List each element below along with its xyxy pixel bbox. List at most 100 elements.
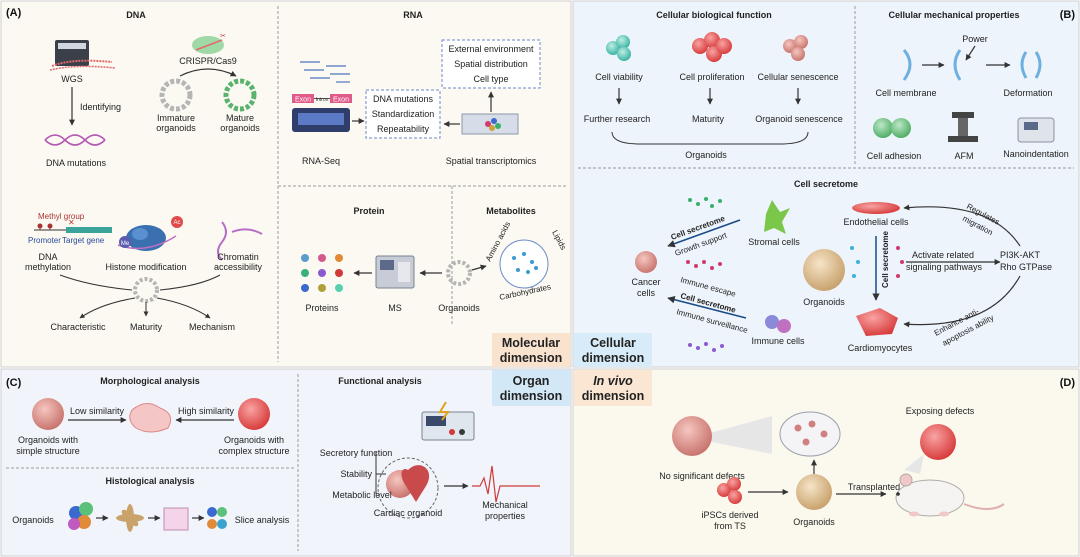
zoom-cone-2 xyxy=(904,454,924,474)
microtome-icon xyxy=(116,504,144,532)
rna-qc-box xyxy=(365,89,441,139)
proteins-label: Proteins xyxy=(305,303,339,313)
organoid-icon xyxy=(133,277,159,303)
organ-label-1: Organ xyxy=(513,374,550,388)
secreted-factors-icon xyxy=(850,246,904,278)
proliferation-label: Cell proliferation xyxy=(679,72,744,82)
chromatin-label-1: Chromatin xyxy=(217,252,259,262)
immature-label-2: organoids xyxy=(156,123,196,133)
histone-icon xyxy=(117,216,183,251)
rna-box1-line-1: DNA mutations xyxy=(373,94,434,104)
section-dividers xyxy=(6,6,1074,551)
cancer-label-2: cells xyxy=(637,288,656,298)
immature-organoid-icon xyxy=(159,78,193,112)
crispr-label: CRISPR/Cas9 xyxy=(179,56,237,66)
bio-brace xyxy=(611,131,809,145)
nanoindentation-icon xyxy=(1017,117,1055,143)
rna-box2-line-3: Cell type xyxy=(473,74,508,84)
immune-cells-icon xyxy=(765,315,791,333)
bio-maturity-label: Maturity xyxy=(692,114,725,124)
panel-label-d: (D) xyxy=(1060,377,1076,389)
defect-organoid-icon xyxy=(920,424,956,460)
metabolites-title: Metabolites xyxy=(486,206,536,216)
complex-label-1: Organoids with xyxy=(224,435,284,445)
cardiac-organoid-label: Cardiac organoid xyxy=(374,508,443,518)
func-bracket xyxy=(375,452,386,494)
endothelial-cell-icon xyxy=(852,202,900,214)
func-title: Functional analysis xyxy=(338,376,422,386)
mass-spectrometer-icon xyxy=(375,255,415,289)
bio-organoids-label: Organoids xyxy=(685,150,727,160)
cell-membrane-label: Cell membrane xyxy=(875,88,936,98)
sequencing-chip-icon xyxy=(292,108,350,132)
promoter-label: Promoter xyxy=(28,236,61,245)
simple-label-1: Organoids with xyxy=(18,435,78,445)
cancer-cell-icon xyxy=(635,251,657,273)
viability-cells-icon xyxy=(606,35,631,61)
ms-label: MS xyxy=(388,303,402,313)
heart-icon xyxy=(401,465,430,502)
chromatin-icon xyxy=(217,221,263,261)
histo-organoids-icon xyxy=(68,502,93,530)
cardiomyocyte-icon xyxy=(856,308,898,336)
complex-label-2: complex structure xyxy=(218,446,289,456)
rho-label: Rho GTPase xyxy=(1000,262,1052,272)
methyl-group-label: Methyl group xyxy=(38,212,85,221)
protein-organoid-icon xyxy=(446,260,472,286)
cell-secretome-label-3: Cell secretome xyxy=(881,231,890,288)
senescence-label: Cellular senescence xyxy=(757,72,838,82)
organ-dimension-box xyxy=(492,370,570,406)
exon-label-2: Exon xyxy=(333,97,349,104)
no-defects-label: No significant defects xyxy=(659,471,745,481)
panel-d-background xyxy=(573,369,1079,556)
slice-icon xyxy=(163,507,189,531)
simple-label-2: simple structure xyxy=(16,446,80,456)
invivo-label-1: In vivo xyxy=(593,374,633,388)
molecular-dimension-box xyxy=(492,333,570,367)
metabolic-label: Metabolic level xyxy=(332,490,392,500)
mech-properties-label-1: Mechanical xyxy=(482,500,528,510)
afm-label: AFM xyxy=(955,151,974,161)
histone-modification-label: Histone modification xyxy=(105,262,186,272)
activate-label-1: Activate related xyxy=(912,250,974,260)
ecg-wave-icon xyxy=(472,465,540,503)
activate-label-2: signaling pathways xyxy=(906,262,983,272)
dna-methylation-label-1: DNA xyxy=(38,252,57,262)
secretome-organoid-icon xyxy=(803,249,845,291)
exon-block-2 xyxy=(330,94,352,103)
slice-analysis-label: Slice analysis xyxy=(235,515,290,525)
panel-label-c: (C) xyxy=(6,377,22,389)
dna-methylation-label-2: methylation xyxy=(25,262,71,272)
exon-label-1: Exon xyxy=(295,97,311,104)
mouse-icon xyxy=(895,473,1005,517)
organ-label-2: dimension xyxy=(500,389,563,403)
panel-label-b: (B) xyxy=(1060,9,1076,21)
mechanism-label: Mechanism xyxy=(189,322,235,332)
senescence-cells-icon xyxy=(783,35,808,61)
membrane-icon xyxy=(902,49,962,81)
proteins-icon xyxy=(301,254,343,292)
wgs-label: WGS xyxy=(61,74,83,84)
crispr-icon: ✂ xyxy=(192,33,226,54)
sequencer-icon xyxy=(49,40,116,71)
electrical-device-icon xyxy=(421,401,475,441)
d-organoid-icon xyxy=(796,474,832,510)
complex-organoid-icon xyxy=(238,398,270,430)
identifying-label: Identifying xyxy=(80,102,121,112)
afm-icon xyxy=(948,112,978,142)
me-tag: Me xyxy=(121,241,130,247)
brain-icon xyxy=(129,403,172,433)
cell-adhesion-label: Cell adhesion xyxy=(867,151,922,161)
petri-dish-icon xyxy=(779,411,841,457)
exon-block-1 xyxy=(292,94,314,103)
histo-title: Histological analysis xyxy=(105,476,194,486)
cancer-label-1: Cancer xyxy=(631,277,660,287)
rna-box1-line-3: Repeatability xyxy=(377,124,430,134)
protein-organoids-label: Organoids xyxy=(438,303,480,313)
molecular-label-2: dimension xyxy=(500,351,563,365)
stromal-label: Stromal cells xyxy=(748,237,800,247)
cellular-label-2: dimension xyxy=(582,351,645,365)
transplanted-label: Transplanted xyxy=(848,482,900,492)
exposing-label: Exposing defects xyxy=(906,406,975,416)
measurement-ring xyxy=(377,457,439,519)
